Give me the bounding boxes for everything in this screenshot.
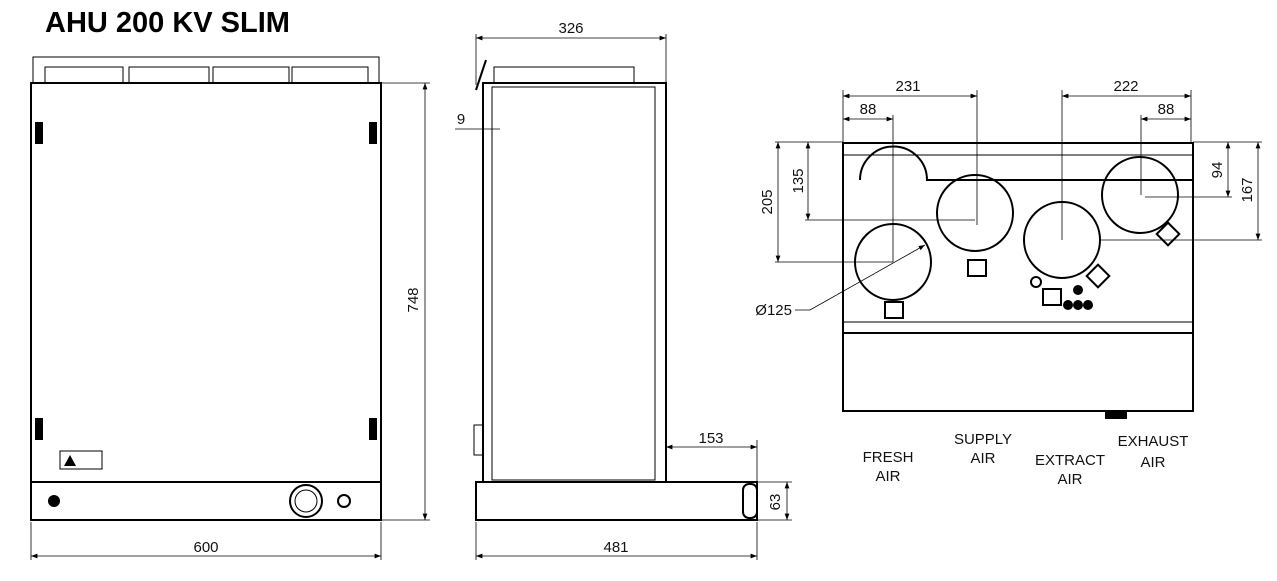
front-view: 600 748 [30, 56, 430, 560]
side-view: 326 9 481 153 63 [455, 20, 792, 560]
dim-88-right: 88 [1158, 101, 1175, 118]
rear-body [842, 142, 1194, 412]
side-base [475, 481, 758, 521]
top-strip [32, 56, 380, 84]
base [30, 481, 382, 521]
label-extract-air-2: AIR [1057, 471, 1082, 488]
dim-diameter: Ø125 [755, 302, 792, 319]
dim-600: 600 [193, 539, 218, 556]
label-extract-air-1: EXTRACT [1035, 452, 1105, 469]
label-supply-air-2: AIR [970, 450, 995, 467]
label-exhaust-air-1: EXHAUST [1118, 433, 1189, 450]
label-exhaust-air-2: AIR [1140, 454, 1165, 471]
label-fresh-air-2: AIR [875, 468, 900, 485]
dim-748: 748 [405, 287, 422, 312]
dim-94: 94 [1209, 162, 1226, 179]
warning-icon [64, 455, 76, 466]
rear-view: 231 88 222 88 205 135 94 167 Ø125 FRESH … [755, 78, 1262, 488]
drawing-title: AHU 200 KV SLIM [45, 7, 290, 39]
front-panel [30, 82, 382, 483]
dim-9: 9 [457, 111, 465, 128]
exhaust-air-port [1101, 156, 1179, 234]
warning-label [59, 450, 103, 470]
label-fresh-air-1: FRESH [863, 449, 914, 466]
label-supply-air-1: SUPPLY [954, 431, 1012, 448]
dim-222: 222 [1113, 78, 1138, 95]
dim-135: 135 [790, 168, 807, 193]
dim-205: 205 [759, 189, 776, 214]
dim-231: 231 [895, 78, 920, 95]
supply-air-port [936, 174, 1014, 252]
dim-326: 326 [558, 20, 583, 37]
dim-153: 153 [698, 430, 723, 447]
dim-167: 167 [1239, 177, 1256, 202]
dim-481: 481 [603, 539, 628, 556]
dim-63: 63 [767, 494, 784, 511]
dim-88-left: 88 [860, 101, 877, 118]
side-body [482, 82, 667, 483]
switch-icon [289, 484, 323, 518]
